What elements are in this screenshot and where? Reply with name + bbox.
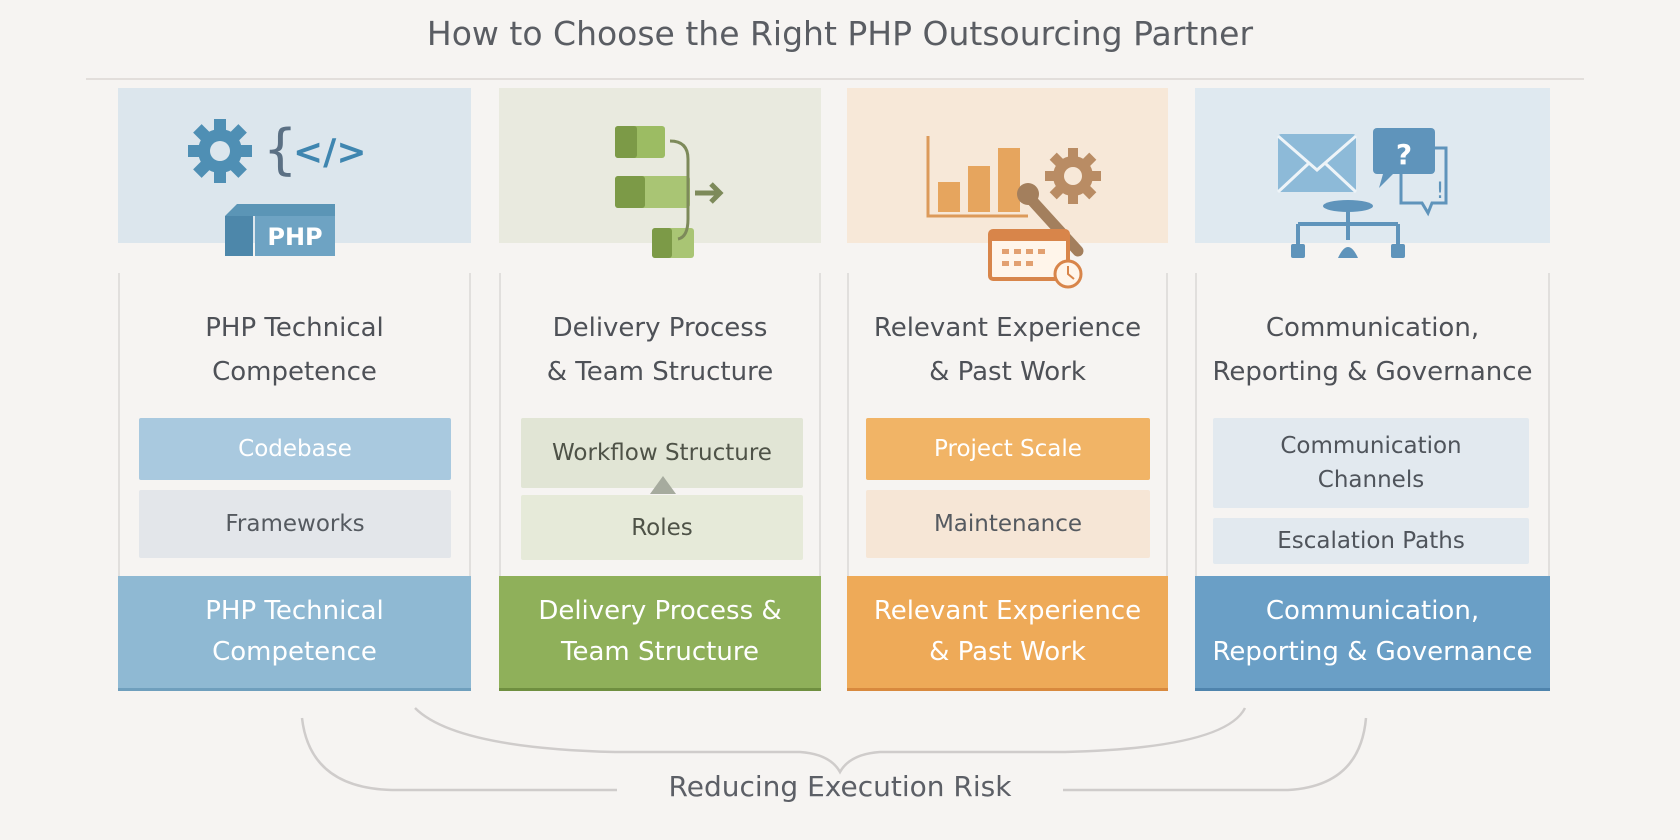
column-frame: [847, 273, 1168, 578]
svg-text:?: ?: [1395, 138, 1411, 171]
item-project-scale: Project Scale: [866, 418, 1150, 480]
footer-label: Reducing Execution Risk: [668, 770, 1012, 803]
item-label: Frameworks: [225, 511, 365, 537]
page-title: How to Choose the Right PHP Outsourcing …: [426, 14, 1254, 53]
heading-line: Delivery Process: [552, 313, 768, 343]
title-divider: [86, 78, 1584, 80]
icon-panel: ? !: [1195, 88, 1550, 258]
band-delivery-process: Delivery Process & Team Structure: [499, 576, 821, 691]
column-frame: [499, 273, 821, 578]
mail-chat-network-icon: ? !: [1276, 128, 1447, 258]
arrow-up-icon: [650, 476, 676, 494]
band-line: Communication,: [1265, 596, 1480, 626]
svg-text:!: !: [1435, 179, 1444, 204]
icon-panel: [499, 88, 821, 258]
band-communication: Communication, Reporting & Governance: [1195, 576, 1550, 691]
column-heading: Communication, Reporting & Governance: [1195, 306, 1550, 394]
band-line: Reporting & Governance: [1212, 637, 1533, 667]
item-label: Channels: [1317, 467, 1425, 493]
item-roles: Roles: [521, 495, 803, 560]
heading-line: & Past Work: [929, 357, 1086, 387]
icon-panel: [847, 88, 1168, 289]
svg-text:{: {: [263, 118, 297, 181]
band-line: Team Structure: [561, 637, 759, 667]
band-line: & Past Work: [929, 637, 1086, 667]
item-label: Codebase: [238, 436, 352, 462]
heading-line: Competence: [212, 357, 377, 387]
workflow-blocks-icon: [615, 126, 724, 258]
svg-text:</>: </>: [293, 132, 366, 173]
item-label: Roles: [631, 514, 693, 541]
item-codebase: Codebase: [139, 418, 451, 480]
band-line: PHP Technical: [205, 596, 384, 626]
band-line: Competence: [212, 637, 377, 667]
heading-line: Relevant Experience: [873, 313, 1142, 343]
column-frame: [118, 273, 471, 578]
item-label: Communication: [1280, 433, 1462, 459]
column-heading: Delivery Process & Team Structure: [499, 306, 821, 394]
column-relevant-experience: Relevant Experience & Past Work Project S…: [847, 88, 1168, 691]
item-label: Project Scale: [934, 436, 1082, 462]
column-communication: ? ! Communication, Reporting & Governance…: [1195, 88, 1550, 691]
php-label: PHP: [267, 223, 322, 251]
column-delivery-process: Delivery Process & Team Structure Workflo…: [499, 88, 821, 691]
item-label: Workflow Structure: [552, 440, 772, 466]
chart-wrench-calendar-icon: [926, 136, 1101, 289]
item-label: Escalation Paths: [1277, 528, 1465, 554]
item-frameworks: Frameworks: [139, 490, 451, 558]
band-relevant-experience: Relevant Experience & Past Work: [847, 576, 1168, 691]
gear-code-php-icon: { </> PHP: [187, 118, 366, 256]
band-line: Delivery Process &: [538, 596, 782, 626]
icon-panel: { </> PHP: [118, 88, 471, 256]
heading-line: PHP Technical: [205, 313, 384, 343]
heading-line: Communication,: [1265, 313, 1480, 343]
item-label: Maintenance: [933, 511, 1083, 537]
heading-line: & Team Structure: [546, 357, 774, 387]
heading-line: Reporting & Governance: [1212, 357, 1533, 387]
item-maintenance: Maintenance: [866, 490, 1150, 558]
column-frame: [1195, 273, 1550, 578]
band-line: Relevant Experience: [873, 596, 1142, 626]
column-heading: Relevant Experience & Past Work: [847, 306, 1168, 394]
item-escalation-paths: Escalation Paths: [1213, 518, 1529, 564]
